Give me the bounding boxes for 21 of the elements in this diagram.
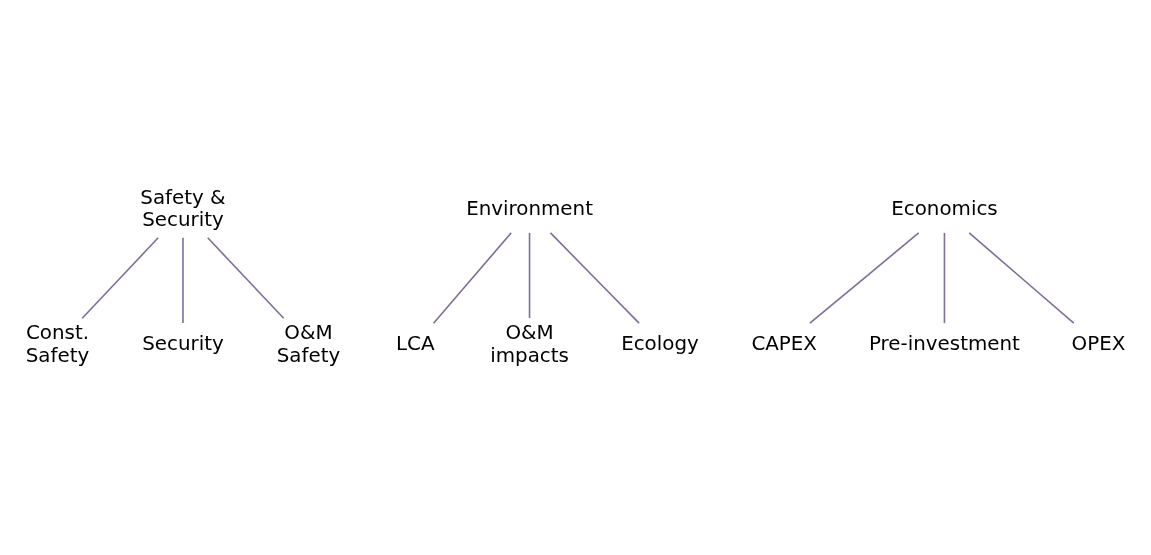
- node-text: Pre-investment: [869, 331, 1020, 355]
- node-text: Safety & Security: [140, 185, 226, 231]
- connector: [206, 236, 285, 319]
- connector: [432, 231, 512, 324]
- connector: [81, 236, 159, 319]
- node-text: Environment: [466, 196, 593, 220]
- connector: [968, 231, 1075, 324]
- node-text: OPEX: [1071, 331, 1126, 355]
- node-text: O&M impacts: [490, 320, 569, 367]
- connector: [549, 231, 640, 324]
- node-text: O&M Safety: [276, 320, 341, 367]
- node-text: Economics: [891, 196, 998, 220]
- node-text: LCA: [395, 331, 435, 355]
- connector: [182, 236, 184, 324]
- node-text: CAPEX: [751, 331, 817, 355]
- node-text: Security: [142, 331, 224, 355]
- node-text: Ecology: [621, 331, 699, 355]
- node-text: Const. Safety: [25, 320, 90, 367]
- connector: [943, 231, 946, 324]
- connector: [809, 231, 920, 324]
- connector: [528, 231, 531, 319]
